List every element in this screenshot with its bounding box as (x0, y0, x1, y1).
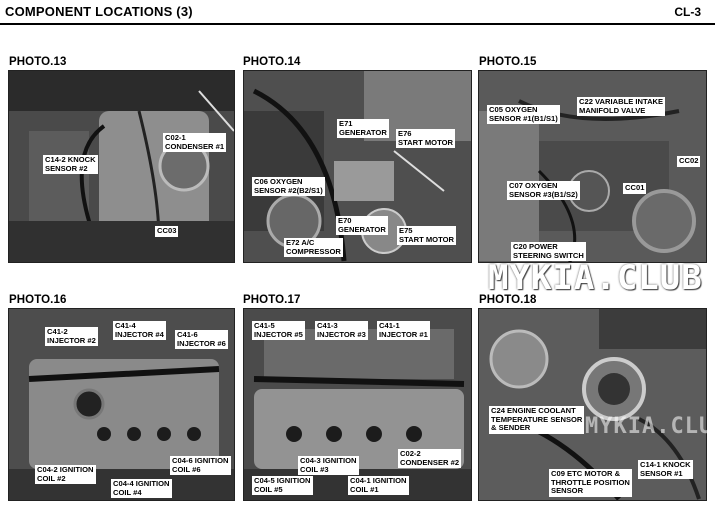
photo-14-title: PHOTO.14 (243, 56, 301, 68)
page-header: COMPONENT LOCATIONS (3) CL-3 (0, 0, 715, 25)
photo-17-title: PHOTO.17 (243, 294, 301, 306)
label-cc02: CC02 (677, 156, 701, 167)
photo-18-engine-image (479, 309, 706, 500)
label-cc03: CC03 (155, 226, 179, 237)
photo-14-engine-image (244, 71, 471, 262)
watermark-secondary: MYKIA.CLUB (585, 414, 715, 439)
photo-13-title: PHOTO.13 (9, 56, 67, 68)
photo-13-engine-image (9, 71, 234, 262)
watermark-main: MYKIA.CLUB (488, 258, 703, 298)
label-cc01: CC01 (623, 183, 647, 194)
page-code: CL-3 (674, 5, 701, 19)
photo-16-title: PHOTO.16 (9, 294, 67, 306)
photo-15-title: PHOTO.15 (479, 56, 537, 68)
page-title: COMPONENT LOCATIONS (3) (5, 4, 193, 19)
photo-18-title: PHOTO.18 (479, 294, 537, 306)
photo-17-engine-image (244, 309, 471, 500)
